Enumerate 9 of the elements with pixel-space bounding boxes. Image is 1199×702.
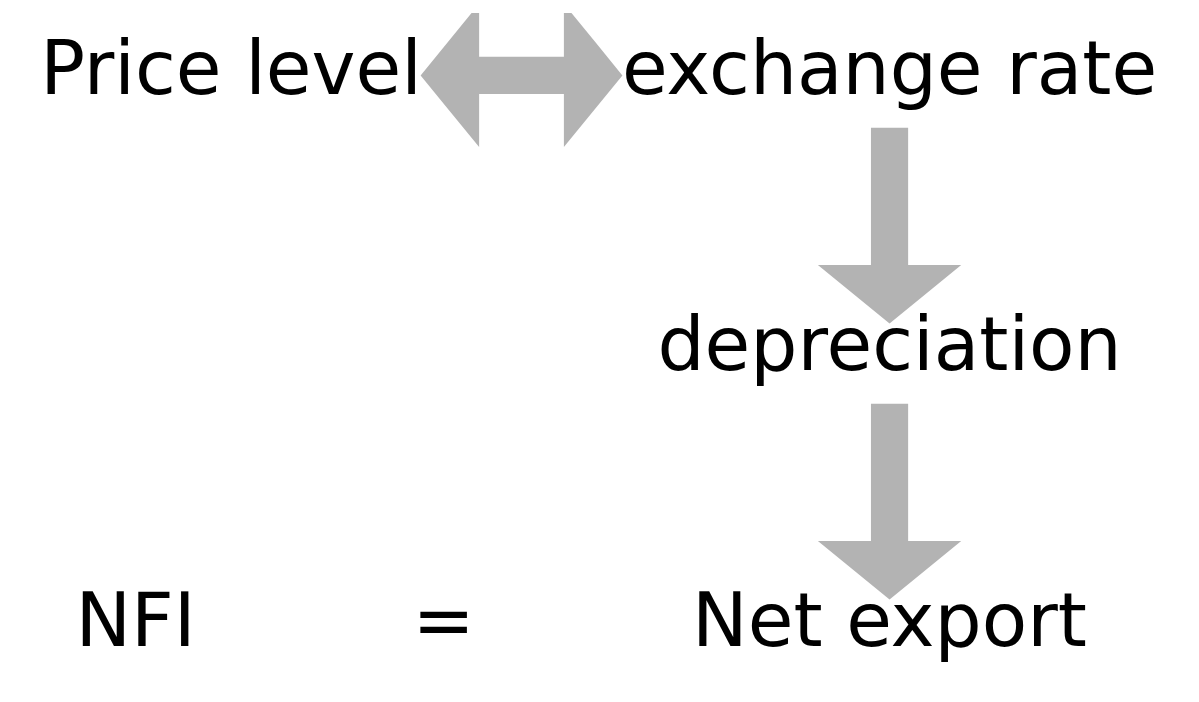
label: = — [412, 576, 475, 664]
node-text: exchange rate — [621, 24, 1158, 112]
node-text: Price level — [40, 24, 422, 112]
node-text: Net export — [692, 576, 1087, 664]
node-text: NFI — [75, 576, 196, 664]
node-text: depreciation — [657, 300, 1122, 388]
arrow — [817, 127, 962, 323]
arrow — [817, 403, 962, 600]
arrow — [420, 12, 623, 147]
